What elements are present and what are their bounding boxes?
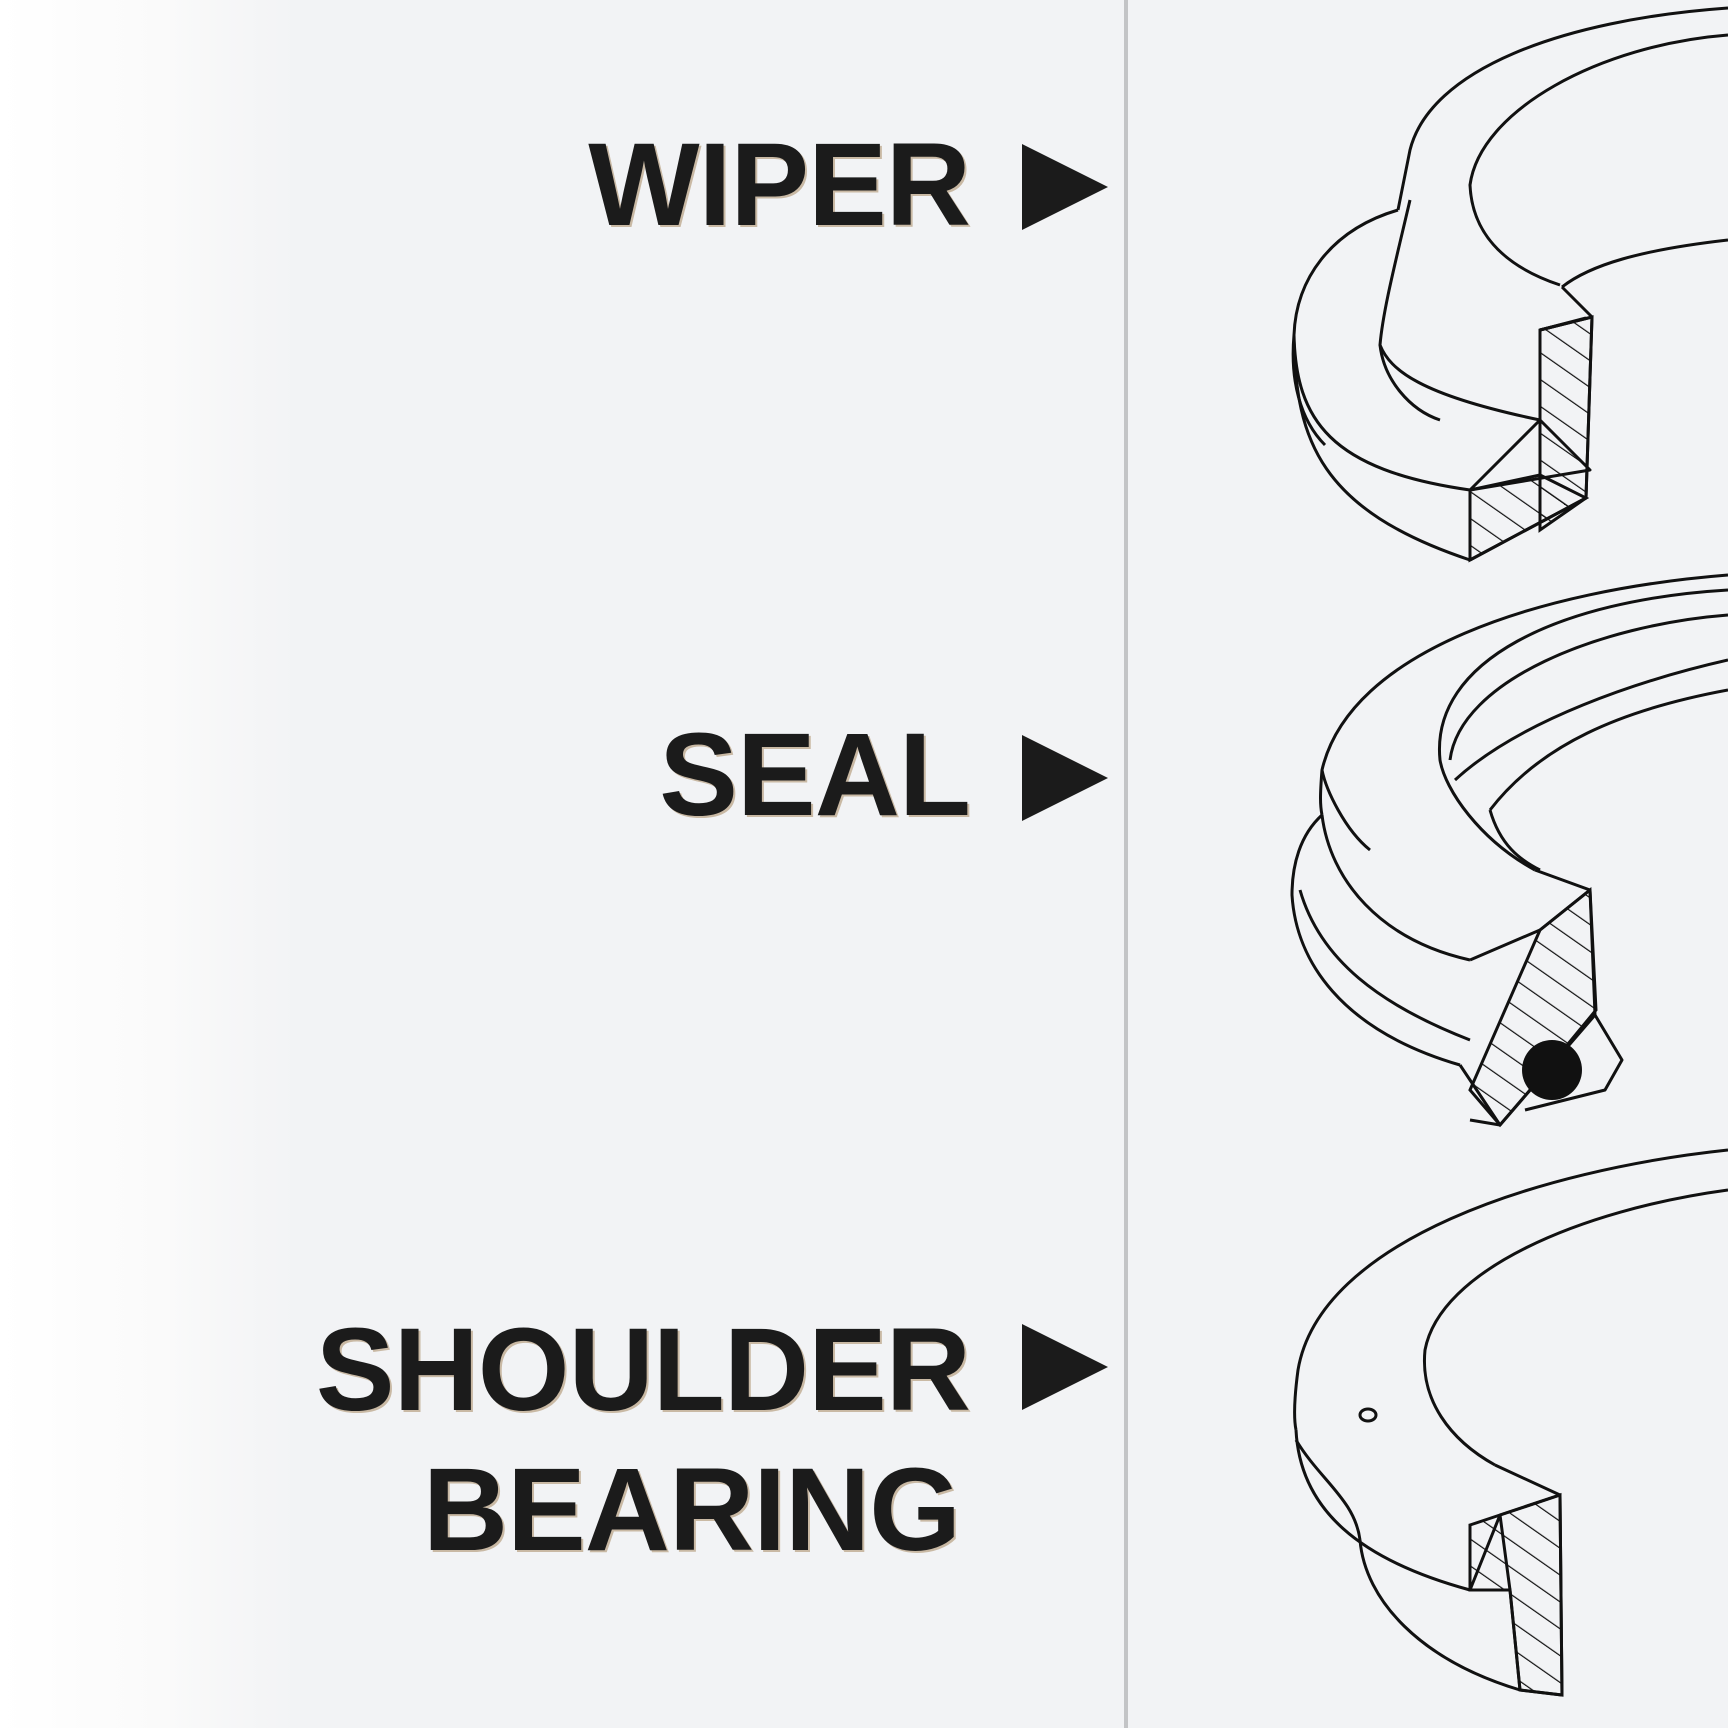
label-wiper-text: WIPER [588, 119, 971, 251]
seal-kit-drawing [1290, 6, 1728, 1697]
label-shoulder-line2: BEARING [422, 1444, 961, 1576]
left-fade-margin [0, 0, 300, 1728]
label-wiper: WIPER [588, 115, 971, 255]
wiper-ring-drawing [1291, 6, 1728, 562]
label-shoulder-bearing: SHOULDER BEARING [315, 1300, 971, 1580]
vertical-divider [1124, 0, 1128, 1728]
pointer-arrow-seal-icon [1022, 735, 1108, 821]
diagram-panel [290, 0, 1728, 1728]
label-seal-text: SEAL [659, 709, 971, 841]
label-shoulder-line1: SHOULDER [315, 1304, 971, 1436]
label-seal: SEAL [659, 705, 971, 845]
o-ring-cross-section [1522, 1040, 1582, 1100]
pointer-arrow-wiper-icon [1022, 144, 1108, 230]
pointer-arrow-shoulder-icon [1022, 1324, 1108, 1410]
